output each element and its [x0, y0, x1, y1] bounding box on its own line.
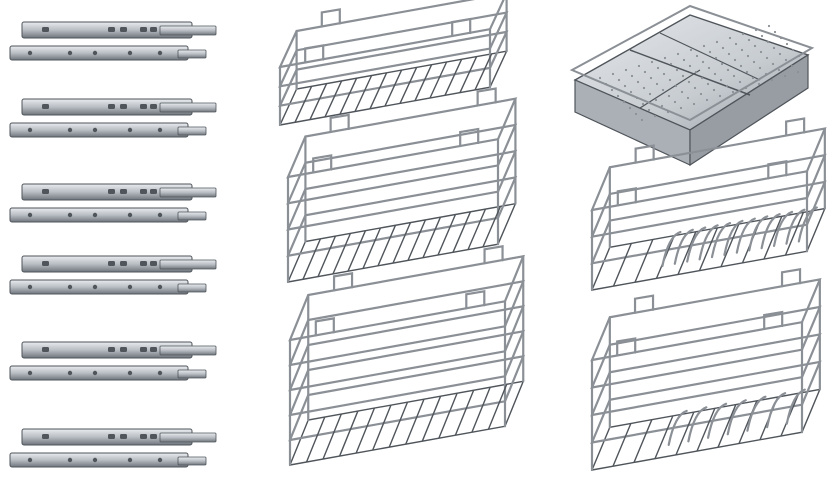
drawer-slide-5	[9, 341, 217, 381]
drawer-slide-6	[9, 428, 217, 468]
drawer-slide-1	[9, 21, 217, 61]
deep-basket	[288, 244, 526, 467]
thali-basket	[590, 267, 822, 472]
plate-rack-basket	[590, 117, 827, 292]
drawer-slide-2	[9, 98, 217, 138]
plain-basket-2	[286, 87, 518, 284]
plain-basket-1	[278, 0, 509, 127]
drawer-slide-3	[9, 183, 217, 223]
drawer-slide-4	[9, 255, 217, 295]
cutlery-tray	[569, 4, 815, 167]
